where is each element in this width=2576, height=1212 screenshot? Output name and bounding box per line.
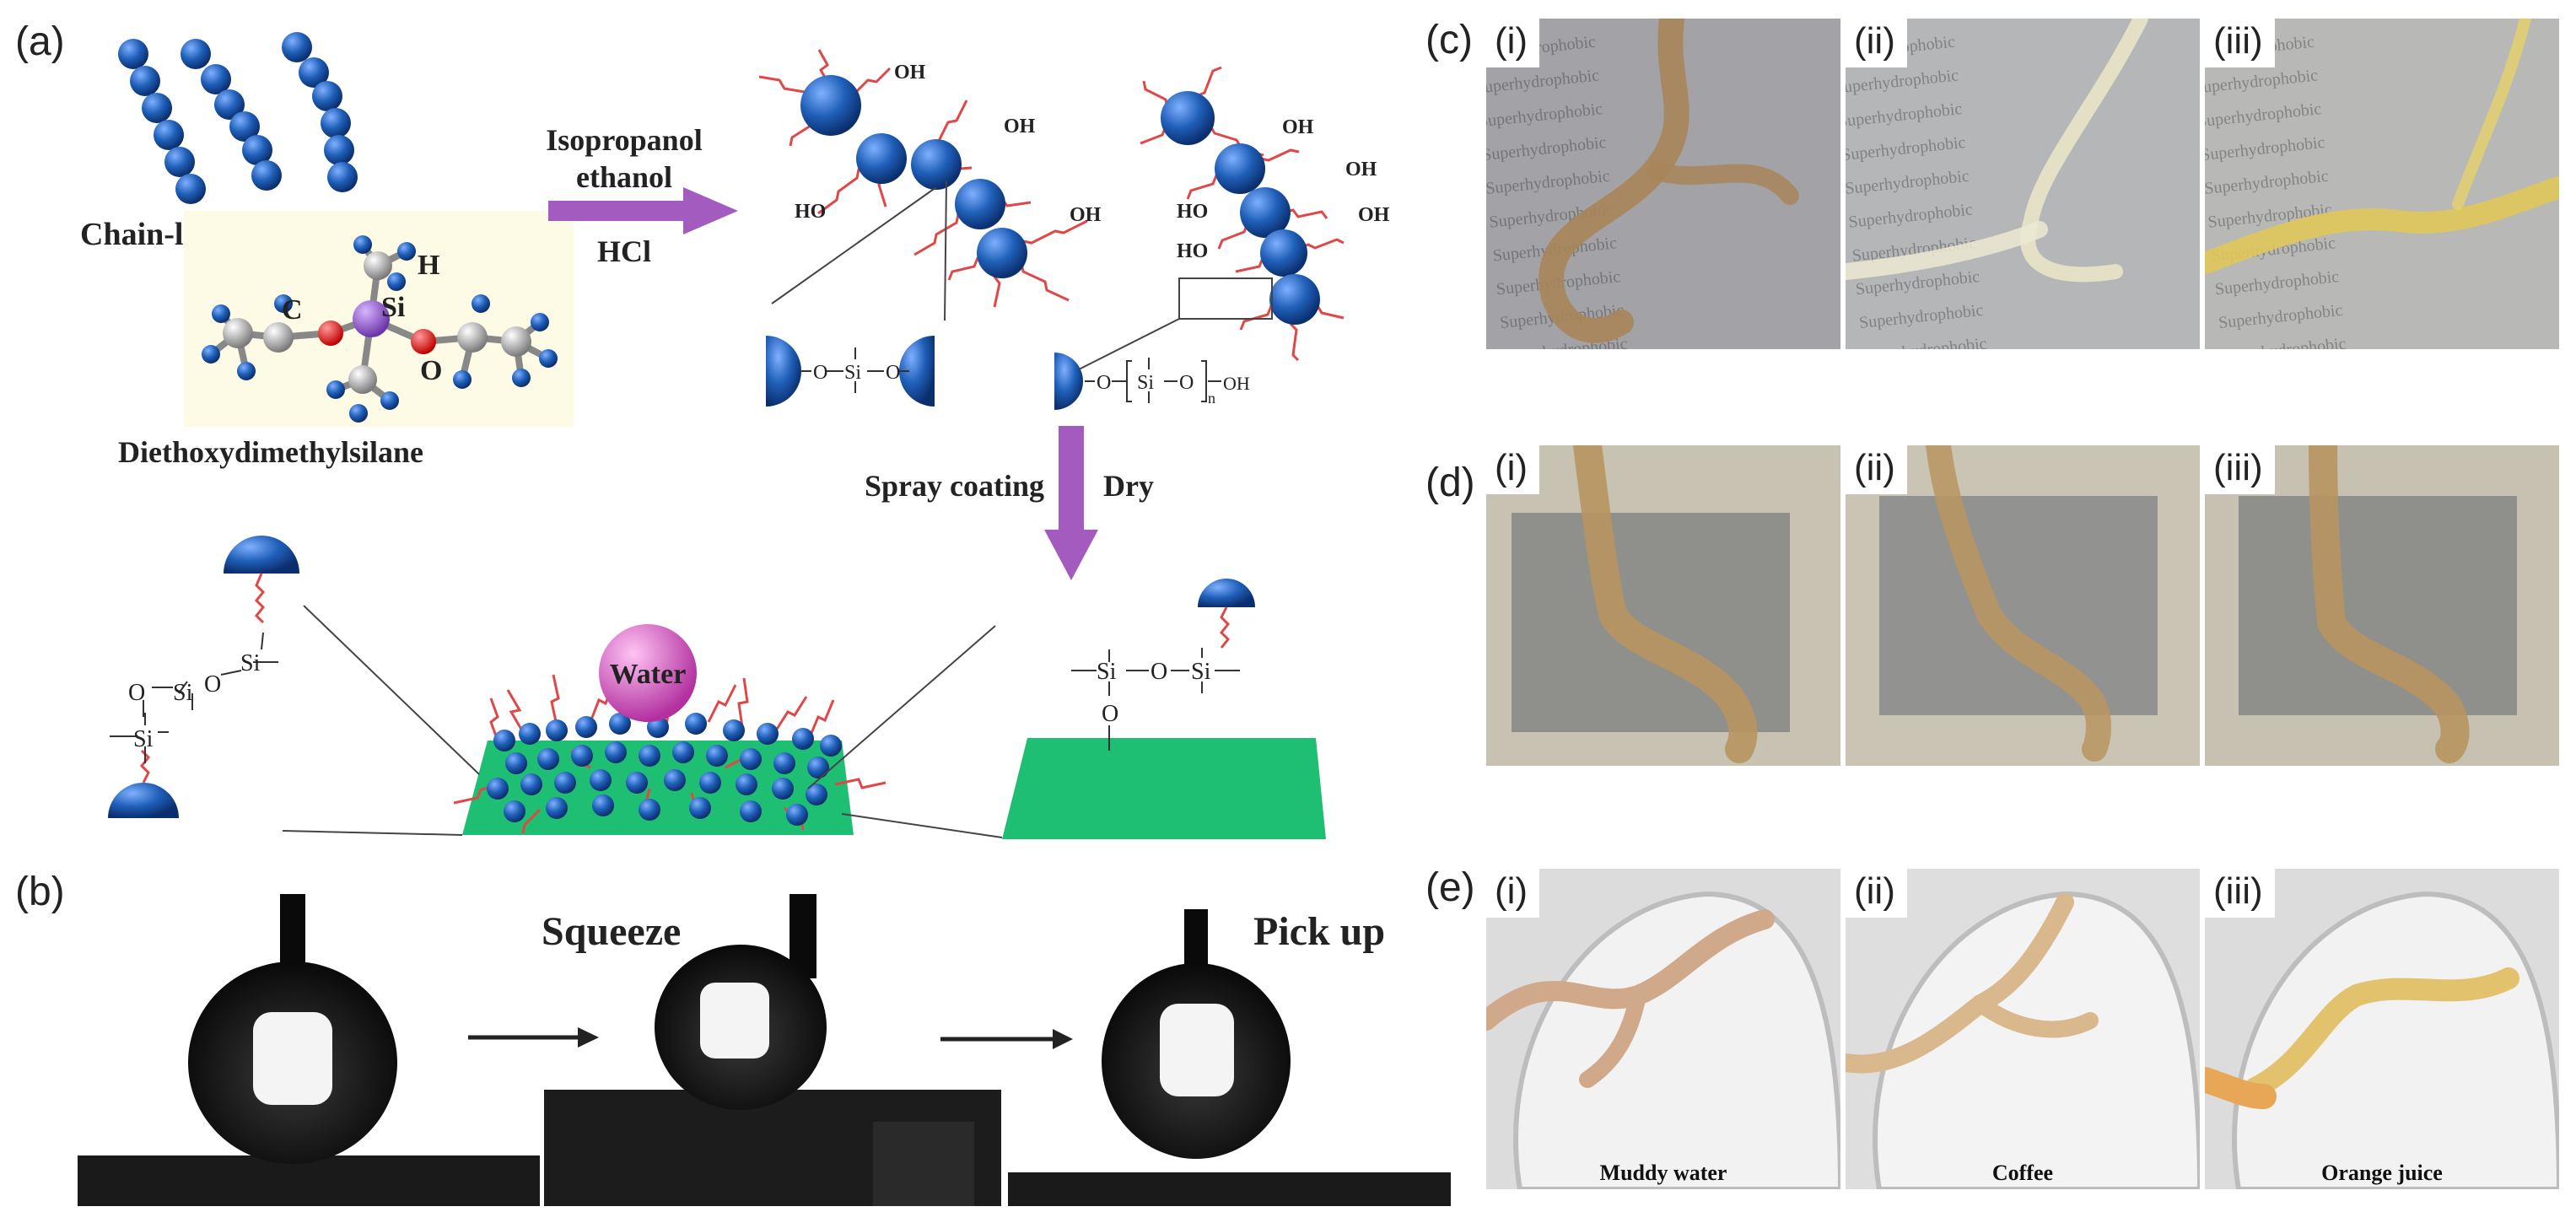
svg-text:n: n xyxy=(1208,390,1215,407)
panel-e-label: (e) xyxy=(1425,865,1475,910)
svg-text:Si: Si xyxy=(133,726,154,752)
atom-h-label: H xyxy=(418,250,439,281)
shoe-e-i xyxy=(1486,891,1840,1189)
panel-d-label: (d) xyxy=(1425,461,1475,505)
droplet-photo-squeezed xyxy=(544,894,1001,1206)
water-label: Water xyxy=(610,659,687,690)
photo-e-iii-caption: Orange juice xyxy=(2321,1161,2443,1185)
svg-text:O: O xyxy=(886,362,900,384)
reaction-arrow xyxy=(548,187,738,234)
silane-atoms xyxy=(202,235,558,423)
svg-text:O: O xyxy=(1151,659,1167,685)
zoom-lines-top xyxy=(771,180,1273,372)
photo-e-ii-caption: Coffee xyxy=(1991,1161,2054,1185)
svg-text:O: O xyxy=(813,362,827,384)
hydroxyl-6: OH xyxy=(1345,159,1377,180)
svg-text:O: O xyxy=(1102,701,1118,727)
functionalized-chain-1: OH OH HO OH xyxy=(758,49,1102,308)
droplet-photo-resting xyxy=(78,894,540,1206)
dry-label: Dry xyxy=(1103,469,1154,503)
hydroxyl-7: OH xyxy=(1358,204,1390,226)
shoe-e-ii xyxy=(1846,891,2200,1189)
hydroxyl-8: HO xyxy=(1177,201,1208,223)
photo-c-ii-label: (ii) xyxy=(1846,19,1907,67)
svg-text:O: O xyxy=(1097,372,1111,394)
squeeze-label: Squeeze xyxy=(542,909,681,954)
reagent-1: Isopropanol xyxy=(546,123,702,157)
liquid-stream-c-ii xyxy=(1846,19,2148,283)
svg-text:Si: Si xyxy=(844,362,861,384)
photo-c-i-label: (i) xyxy=(1486,19,1540,67)
hydroxyl-4: OH xyxy=(1070,204,1102,226)
liquid-stream-d-iii xyxy=(2309,445,2470,763)
cloth-d-ii xyxy=(1879,496,2158,715)
atom-c-label: C xyxy=(282,294,303,326)
photo-d-iii-label: (iii) xyxy=(2205,445,2275,494)
photo-e-ii-label: (ii) xyxy=(1846,869,1907,918)
cloth-d-iii xyxy=(2239,496,2517,715)
water-droplet xyxy=(599,624,697,722)
droplet-photo-pickup xyxy=(1008,909,1451,1206)
functionalized-chain-2: OH OH OH HO HO xyxy=(1140,66,1390,362)
silane-label: Diethoxydimethylsilane xyxy=(118,435,423,469)
spray-label: Spray coating xyxy=(865,469,1044,503)
panel-a-diagram: Chain-like SiO₂ xyxy=(80,32,1390,839)
photo-d-i-label: (i) xyxy=(1486,445,1540,494)
liquid-stream-c-i xyxy=(1539,19,1799,343)
photo-d-iii: (iii) xyxy=(2205,445,2559,766)
hydroxyl-1: OH xyxy=(894,62,926,83)
photo-c-iii-label: (iii) xyxy=(2205,19,2275,67)
hydroxyl-5: OH xyxy=(1282,116,1314,138)
svg-text:Si: Si xyxy=(1137,372,1154,394)
panel-b-label: (b) xyxy=(15,870,65,914)
photo-d-i: (i) xyxy=(1486,445,1840,766)
bond-schematic-surface-left: Si O Si O Si xyxy=(108,536,299,818)
hydroxyl-3: HO xyxy=(795,201,826,223)
atom-o-label: O xyxy=(420,355,442,386)
bond-schematic-left: O Si O xyxy=(766,336,935,407)
coated-surface: Water xyxy=(453,624,887,835)
svg-text:OH: OH xyxy=(1223,373,1250,394)
liquid-stream-d-i xyxy=(1573,445,1758,763)
panel-c-label: (c) xyxy=(1425,18,1473,62)
svg-text:Si: Si xyxy=(1097,659,1117,685)
svg-text:Si: Si xyxy=(1191,659,1211,685)
arrow-to-squeeze xyxy=(468,1027,599,1048)
photo-d-ii: (ii) xyxy=(1846,445,2200,766)
svg-text:Si: Si xyxy=(240,650,261,676)
liquid-stream-c-iii xyxy=(2205,19,2559,274)
silica-chains xyxy=(118,32,358,204)
panel-a-label: (a) xyxy=(15,19,65,64)
svg-text:O: O xyxy=(128,680,145,706)
photo-e-i-caption: Muddy water xyxy=(1599,1161,1727,1185)
arrow-to-pickup xyxy=(940,1029,1073,1049)
photo-e-i: (i) Muddy water xyxy=(1486,869,1840,1189)
svg-text:Si: Si xyxy=(173,680,193,706)
spray-arrow xyxy=(1044,426,1098,580)
hydroxyl-2: OH xyxy=(1004,116,1036,137)
reagent-3: HCl xyxy=(597,234,651,268)
panel-b-photos: Squeeze Pick up xyxy=(78,894,1451,1206)
photo-e-iii-label: (iii) xyxy=(2205,869,2275,918)
zoom-lines-bottom xyxy=(282,605,1003,838)
shoe-e-iii xyxy=(2205,891,2559,1189)
svg-text:O: O xyxy=(204,671,221,698)
photo-e-ii: (ii) Coffee xyxy=(1846,869,2200,1189)
atom-si-label: Si xyxy=(381,292,405,323)
bond-schematic-surface-right: Si O Si O xyxy=(1002,579,1326,839)
photo-e-iii: (iii) Orange juice xyxy=(2205,869,2559,1189)
reagent-2: ethanol xyxy=(576,160,672,194)
liquid-stream-d-ii xyxy=(1926,445,2111,762)
photo-e-i-label: (i) xyxy=(1486,869,1540,918)
pickup-label: Pick up xyxy=(1253,909,1385,954)
photo-d-ii-label: (ii) xyxy=(1846,445,1907,494)
bond-schematic-right: O Si O n OH xyxy=(1054,353,1250,410)
svg-text:O: O xyxy=(1179,372,1194,394)
hydroxyl-9: HO xyxy=(1177,240,1208,262)
